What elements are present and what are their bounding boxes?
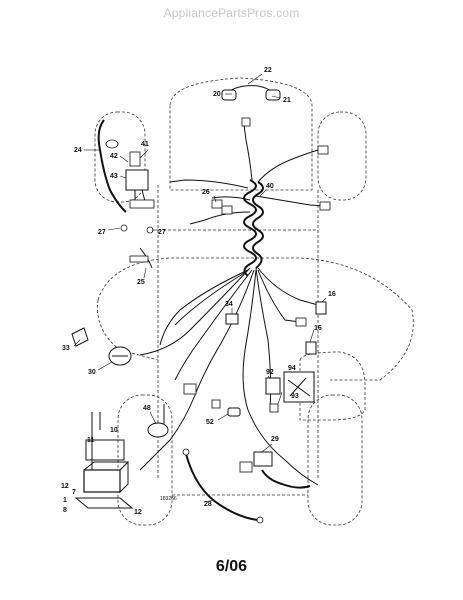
callout-labels: 22 20 21 24 41 42 43 40 26 27 27 25 34 1… <box>61 67 336 516</box>
callout-52: 52 <box>206 419 214 426</box>
callout-8: 8 <box>63 507 67 514</box>
callout-33: 33 <box>62 345 70 352</box>
callout-20: 20 <box>213 91 221 98</box>
callout-40: 40 <box>266 183 274 190</box>
figure-code: 183266 <box>160 496 177 502</box>
callout-34: 34 <box>225 301 233 308</box>
callout-1: 1 <box>63 497 67 504</box>
callout-22: 22 <box>264 67 272 74</box>
callout-28: 28 <box>204 501 212 508</box>
callout-7: 7 <box>72 489 76 496</box>
watermark: AppliancePartsPros.com <box>163 6 300 20</box>
callout-10: 10 <box>110 427 118 434</box>
callout-26: 26 <box>202 189 210 196</box>
callout-43: 43 <box>110 173 118 180</box>
callout-48: 48 <box>143 405 151 412</box>
callout-42: 42 <box>110 153 118 160</box>
callout-25: 25 <box>137 279 145 286</box>
callout-11: 11 <box>87 437 95 444</box>
callout-16-upper: 16 <box>328 291 336 298</box>
revision-date: 6/06 <box>215 558 248 575</box>
callout-12-right: 12 <box>134 509 142 516</box>
callout-30: 30 <box>88 369 96 376</box>
callout-29: 29 <box>271 436 279 443</box>
leader-lines <box>73 73 327 503</box>
callout-92: 92 <box>266 369 274 376</box>
callout-24: 24 <box>74 147 82 154</box>
callout-93: 93 <box>291 393 299 400</box>
callout-41: 41 <box>141 141 149 148</box>
components <box>71 85 331 524</box>
callout-16-lower: 16 <box>314 325 322 332</box>
callout-94: 94 <box>288 365 296 372</box>
callout-27-left: 27 <box>98 229 106 236</box>
callout-21: 21 <box>283 97 291 104</box>
main-harness <box>139 124 326 489</box>
callout-12-left: 12 <box>61 483 69 490</box>
callout-27-right: 27 <box>158 229 166 236</box>
